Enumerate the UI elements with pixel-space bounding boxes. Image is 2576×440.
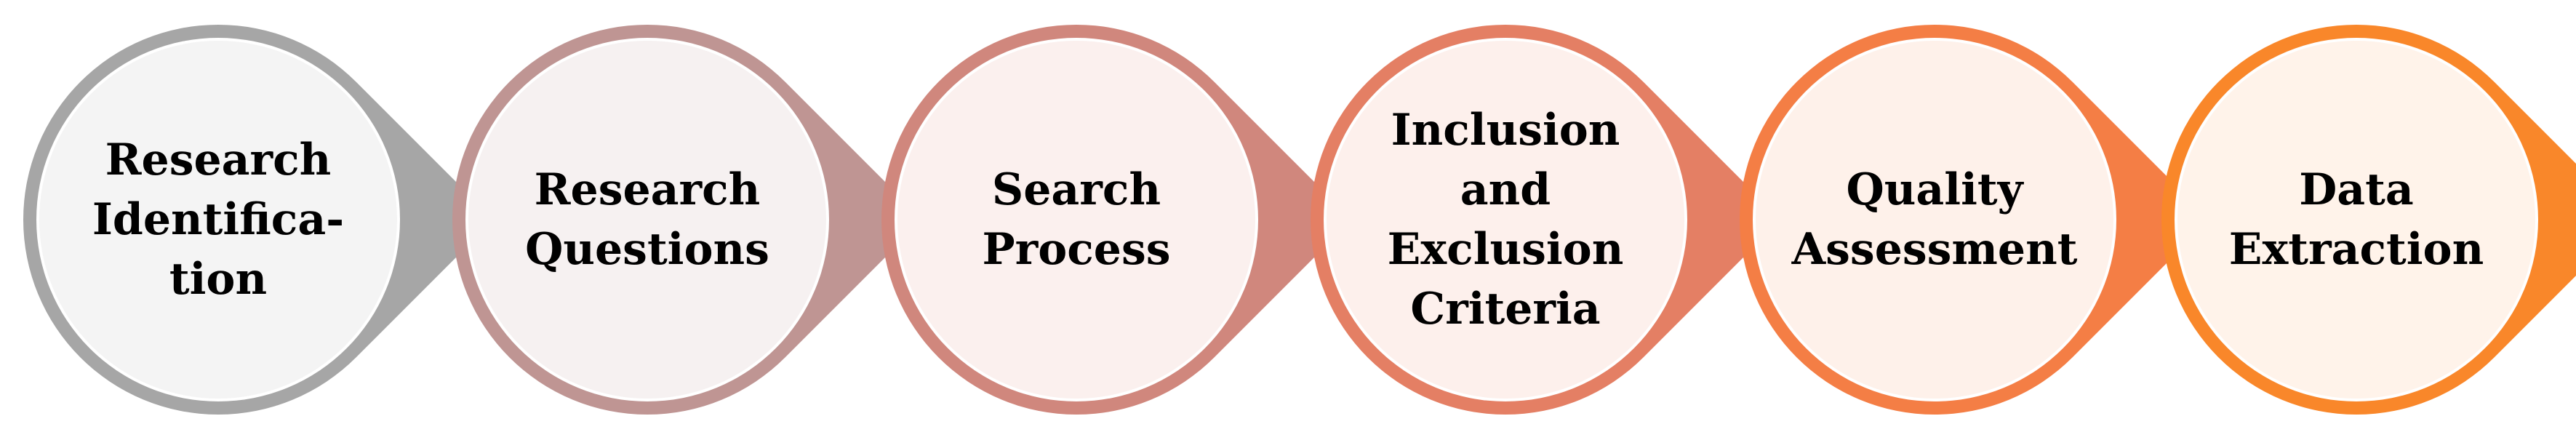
step-label-line: and xyxy=(1460,164,1551,215)
step-label-line: Exclusion xyxy=(1388,224,1624,275)
step-label-line: Process xyxy=(982,224,1170,275)
step-circle xyxy=(1327,41,1684,399)
step-label-line: Criteria xyxy=(1410,284,1600,335)
step-circle xyxy=(1756,41,2113,399)
step-label-line: Extraction xyxy=(2229,224,2484,275)
step-label-line: Data xyxy=(2299,164,2414,215)
step-label-line: Questions xyxy=(525,224,769,275)
step-label-line: Inclusion xyxy=(1391,105,1620,156)
step-circle xyxy=(468,41,826,399)
step-label-line: Assessment xyxy=(1791,224,2078,275)
step-circle xyxy=(897,41,1255,399)
step-label-line: Identifica- xyxy=(92,194,344,245)
step-label-line: Search xyxy=(992,164,1161,215)
step-label-line: tion xyxy=(169,254,267,305)
step-label-line: Research xyxy=(105,135,332,185)
step-circle xyxy=(2177,41,2535,399)
step-label-line: Quality xyxy=(1847,164,2025,215)
step-label-line: Research xyxy=(535,164,761,215)
step-circle xyxy=(39,41,397,399)
